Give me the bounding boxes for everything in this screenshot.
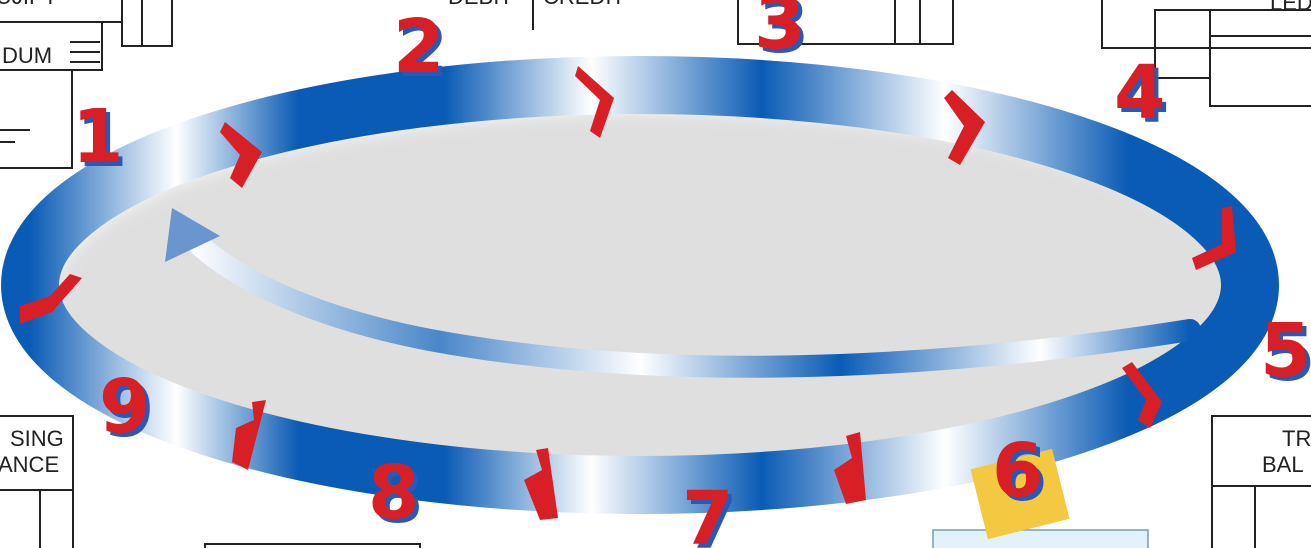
step-2-number: 2 bbox=[393, 4, 445, 90]
step-8-number: 8 bbox=[368, 450, 420, 536]
top-left-box-lower bbox=[0, 70, 72, 168]
bottom-middle-box bbox=[205, 544, 420, 548]
step-4-number: 4 bbox=[1114, 50, 1166, 136]
step-7-number: 7 bbox=[682, 476, 734, 548]
box-label-led: LED bbox=[1270, 0, 1311, 15]
box-label-dum: DUM bbox=[2, 43, 52, 68]
step-9-number: 9 bbox=[99, 364, 151, 450]
box-label-sing: SING bbox=[10, 426, 64, 451]
box-label-credit: CREDIT bbox=[543, 0, 625, 9]
step-6-number: 6 bbox=[992, 428, 1044, 514]
step-5-number: 5 bbox=[1260, 308, 1311, 394]
box-label-ance: ANCE bbox=[0, 452, 59, 477]
step-1-number: 1 bbox=[72, 94, 124, 180]
box-label-bal: BAL bbox=[1262, 452, 1304, 477]
box-label-ujipt: UJIPT bbox=[0, 0, 57, 9]
box-label-debit: DEBIT bbox=[448, 0, 513, 9]
step-3-number: 3 bbox=[754, 0, 806, 66]
box-label-tr: TR bbox=[1282, 426, 1311, 451]
bottom-light-blue-box bbox=[933, 530, 1148, 548]
